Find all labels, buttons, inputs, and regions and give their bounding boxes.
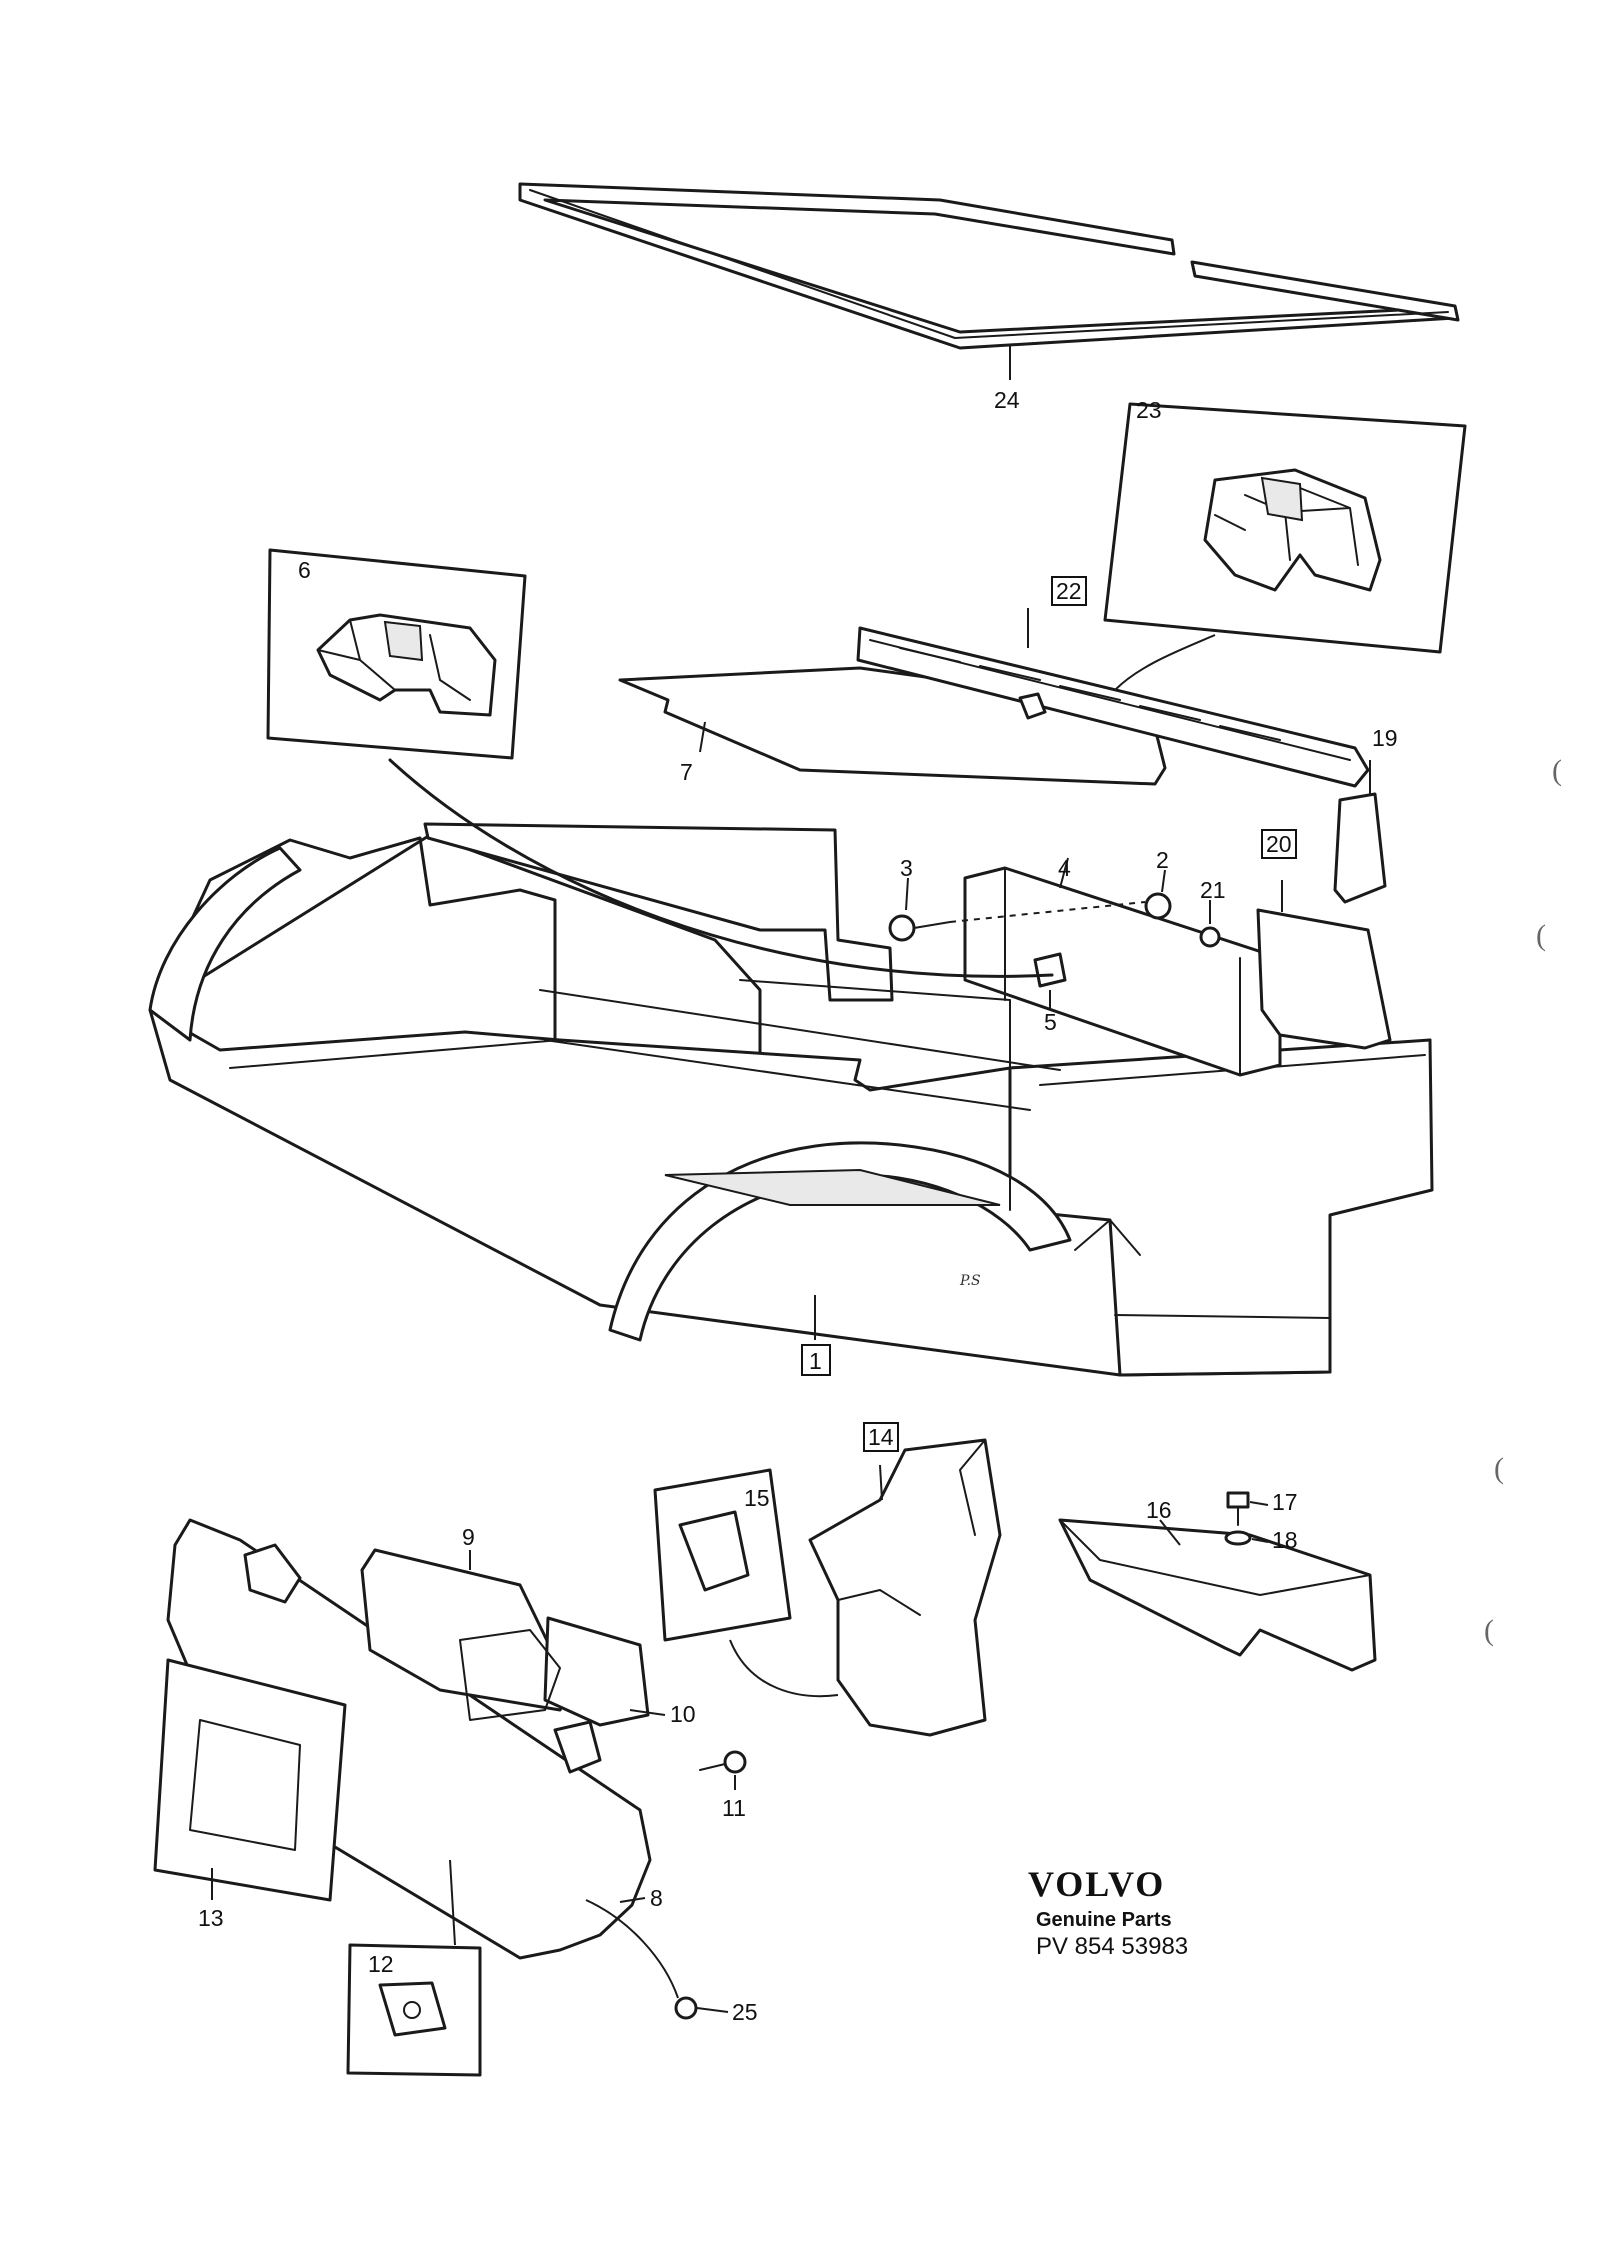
callout-24: 24 — [994, 387, 1020, 413]
callout-10: 10 — [670, 1701, 696, 1727]
brand-block: VOLVO Genuine Parts PV 854 53983 — [1028, 1864, 1188, 1960]
callout-22: 22 — [1056, 578, 1082, 604]
part-3-screw — [888, 914, 916, 942]
callout-13: 13 — [198, 1905, 224, 1931]
callout-20-box — [1261, 829, 1297, 859]
part-11-screw — [699, 1750, 747, 1790]
part-12-clip-detail — [346, 1859, 482, 2077]
callout-11: 11 — [722, 1795, 746, 1821]
part-25-clip — [585, 1899, 729, 2020]
callout-6: 6 — [298, 557, 311, 583]
callout-25: 25 — [732, 1999, 758, 2025]
part-16-bracket — [1058, 1518, 1377, 1672]
part-6-clip-detail — [266, 548, 527, 760]
part-19-end-cap — [1333, 760, 1387, 904]
part-24-seal-strip — [518, 182, 1460, 380]
callout-16: 16 — [1146, 1497, 1172, 1523]
part-18-washer — [1224, 1530, 1269, 1546]
part-1-floor-panel: P.S — [148, 822, 1434, 1377]
part-17-bolt — [1226, 1491, 1269, 1526]
callout-9: 9 — [462, 1524, 475, 1550]
margin-marks: ( ( ( ( — [1484, 754, 1562, 1647]
callout-8: 8 — [650, 1885, 663, 1911]
callout-19: 19 — [1372, 725, 1398, 751]
callout-21: 21 — [1200, 877, 1226, 903]
callout-2: 2 — [1156, 847, 1169, 873]
svg-text:(: ( — [1552, 754, 1562, 787]
part-9-panel — [360, 1548, 572, 1712]
callout-7: 7 — [680, 759, 693, 785]
part-14-trim-cover — [808, 1438, 1002, 1737]
part-13-panel — [153, 1658, 347, 1902]
callout-15: 15 — [744, 1485, 770, 1511]
part-4-divider-panel — [888, 857, 1282, 1077]
callout-20: 20 — [1266, 831, 1292, 857]
brand-subtitle: Genuine Parts — [1036, 1909, 1172, 1931]
callout-12: 12 — [368, 1951, 394, 1977]
callout-18: 18 — [1272, 1527, 1298, 1553]
part-2-nut — [1144, 892, 1172, 920]
callout-5: 5 — [1044, 1009, 1057, 1035]
part-23-clip-detail — [1103, 402, 1467, 654]
svg-text:(: ( — [1484, 1614, 1494, 1647]
part-6-leader — [388, 758, 1054, 978]
part-15-clip-detail — [653, 1468, 839, 1698]
part-number: PV 854 53983 — [1036, 1933, 1188, 1960]
callout-14-box — [863, 1422, 899, 1452]
callout-labels: 24 23 6 22 19 7 3 4 2 20 21 5 1 14 15 16… — [198, 387, 1398, 2025]
callout-3: 3 — [900, 855, 913, 881]
callout-22-box — [1051, 576, 1087, 606]
callout-4: 4 — [1058, 855, 1071, 881]
part-20-bracket — [1256, 880, 1392, 1050]
svg-text:(: ( — [1536, 919, 1546, 952]
part-22-rail — [856, 608, 1370, 788]
part-23-leader — [1114, 634, 1216, 691]
svg-text:(: ( — [1494, 1452, 1504, 1485]
part-5-clip — [1033, 952, 1067, 988]
volvo-logo: VOLVO — [1028, 1864, 1165, 1904]
artist-initials: P.S — [959, 1273, 981, 1289]
callout-1: 1 — [809, 1348, 822, 1374]
callout-17: 17 — [1272, 1489, 1298, 1515]
callout-23: 23 — [1136, 397, 1162, 423]
part-21-nut — [1199, 926, 1221, 948]
callout-1-box — [801, 1344, 831, 1376]
part-10-panel — [459, 1616, 666, 1727]
callout-14: 14 — [868, 1424, 894, 1450]
